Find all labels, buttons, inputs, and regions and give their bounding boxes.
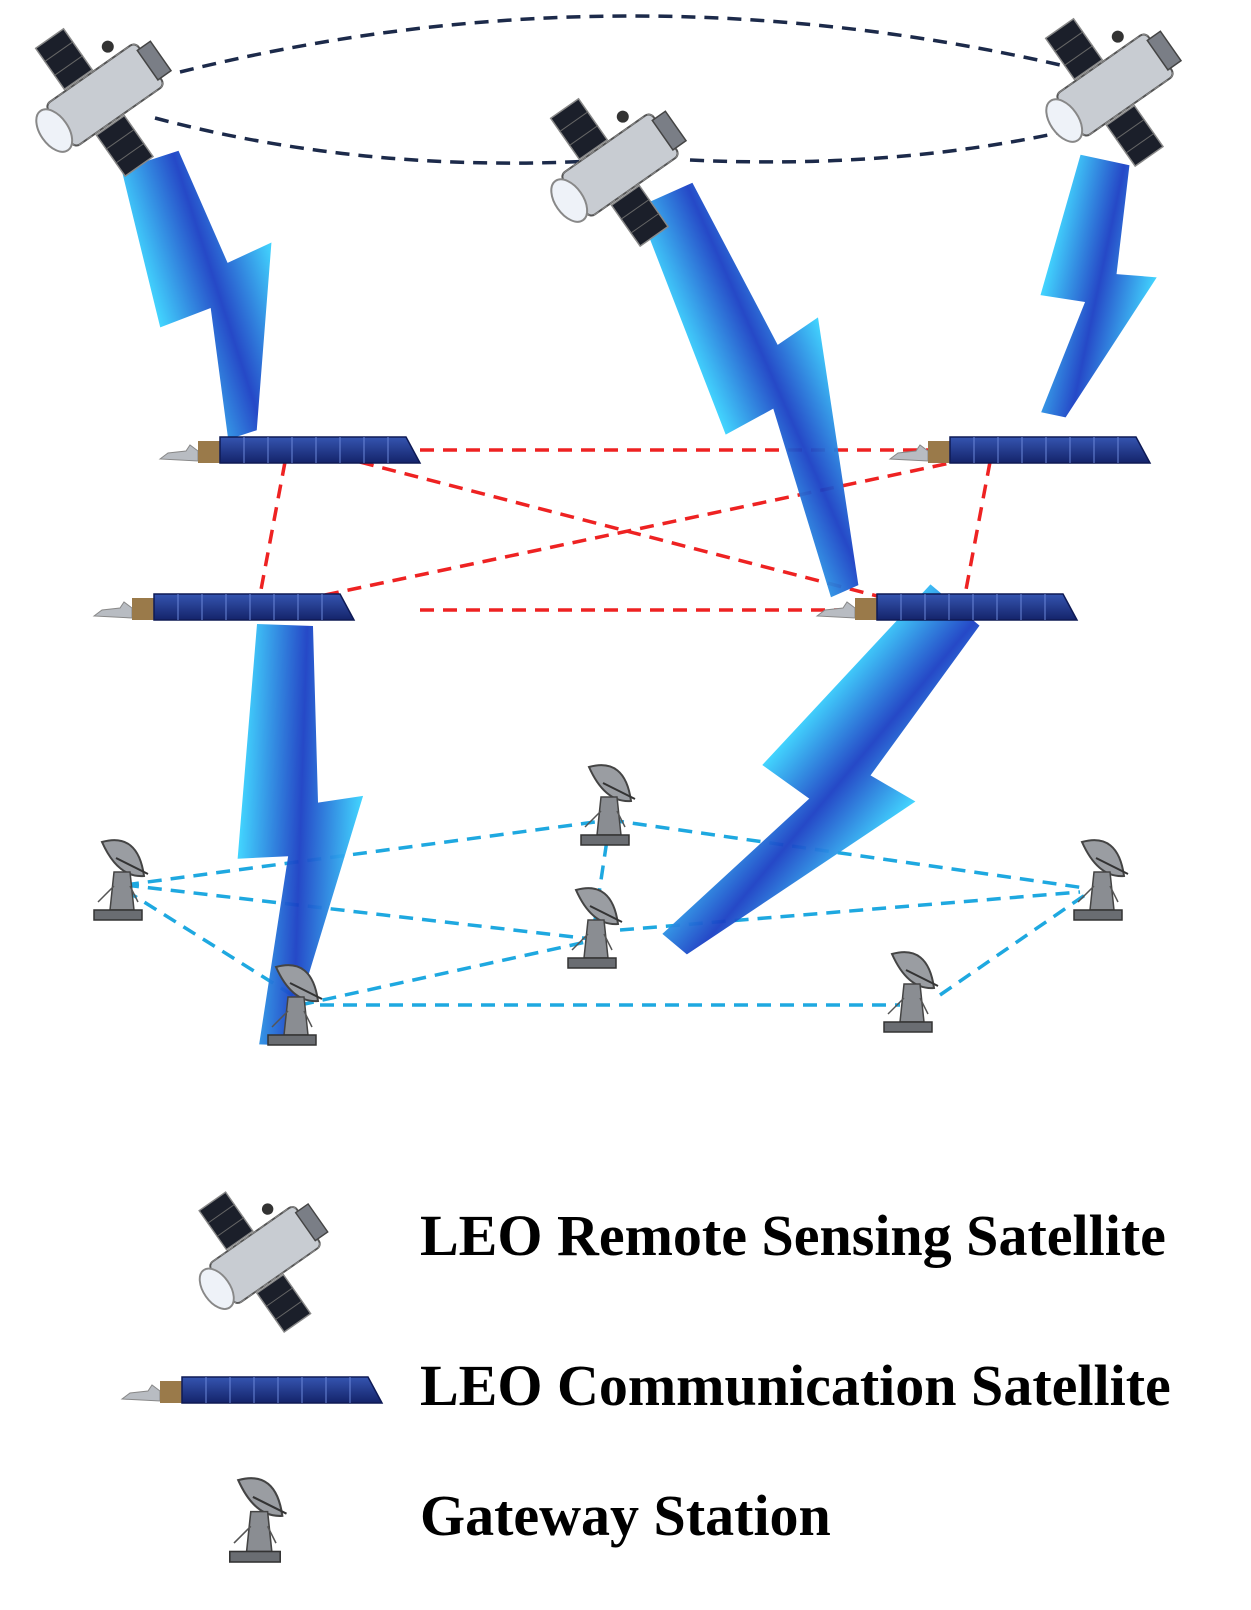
gateway-link xyxy=(939,893,1086,997)
lightning-beam-icon xyxy=(637,576,1029,1004)
dish-antenna-icon xyxy=(567,887,623,969)
rs-link-group xyxy=(154,14,1091,165)
dish-antenna-icon xyxy=(883,951,939,1033)
lightning-beam-icon xyxy=(1016,152,1179,430)
hubble-style-satellite-icon xyxy=(162,1156,362,1359)
comm-link xyxy=(324,460,956,597)
legend-communication-label: LEO Communication Satellite xyxy=(420,1353,1171,1418)
legend-remote-sensing-label: LEO Remote Sensing Satellite xyxy=(420,1203,1166,1268)
beam-group xyxy=(110,132,1179,1048)
solar-panel-satellite-icon xyxy=(121,1376,383,1404)
solar-panel-satellite-icon xyxy=(159,436,421,464)
solar-panel-satellite-icon xyxy=(93,593,355,621)
rs-link-arc-left xyxy=(154,116,611,165)
comm-link xyxy=(963,461,992,596)
legend: LEO Remote Sensing Satellite LEO Communi… xyxy=(121,1156,1171,1564)
dish-antenna-icon xyxy=(228,1477,288,1564)
gateway-link xyxy=(593,819,612,921)
legend-gateway-label: Gateway Station xyxy=(420,1483,831,1548)
lightning-beam-icon xyxy=(110,132,326,449)
dish-antenna-icon xyxy=(93,839,149,921)
lightning-beam-icon xyxy=(626,158,925,610)
comm-link xyxy=(258,461,287,596)
gateway-link xyxy=(609,818,1086,890)
gateway-link xyxy=(299,938,596,1007)
rs-link-arc-right xyxy=(689,126,1081,164)
solar-panel-satellite-icon xyxy=(816,593,1078,621)
gateway-link xyxy=(124,883,601,942)
comm-link-group xyxy=(258,448,992,612)
solar-panel-satellite-icon xyxy=(889,436,1151,464)
gateway-link xyxy=(124,818,611,887)
dish-antenna-icon xyxy=(580,764,636,846)
gateway-link-group xyxy=(124,818,1086,1007)
rs-link-arc-top xyxy=(179,14,1091,74)
dish-antenna-icon xyxy=(1073,839,1129,921)
